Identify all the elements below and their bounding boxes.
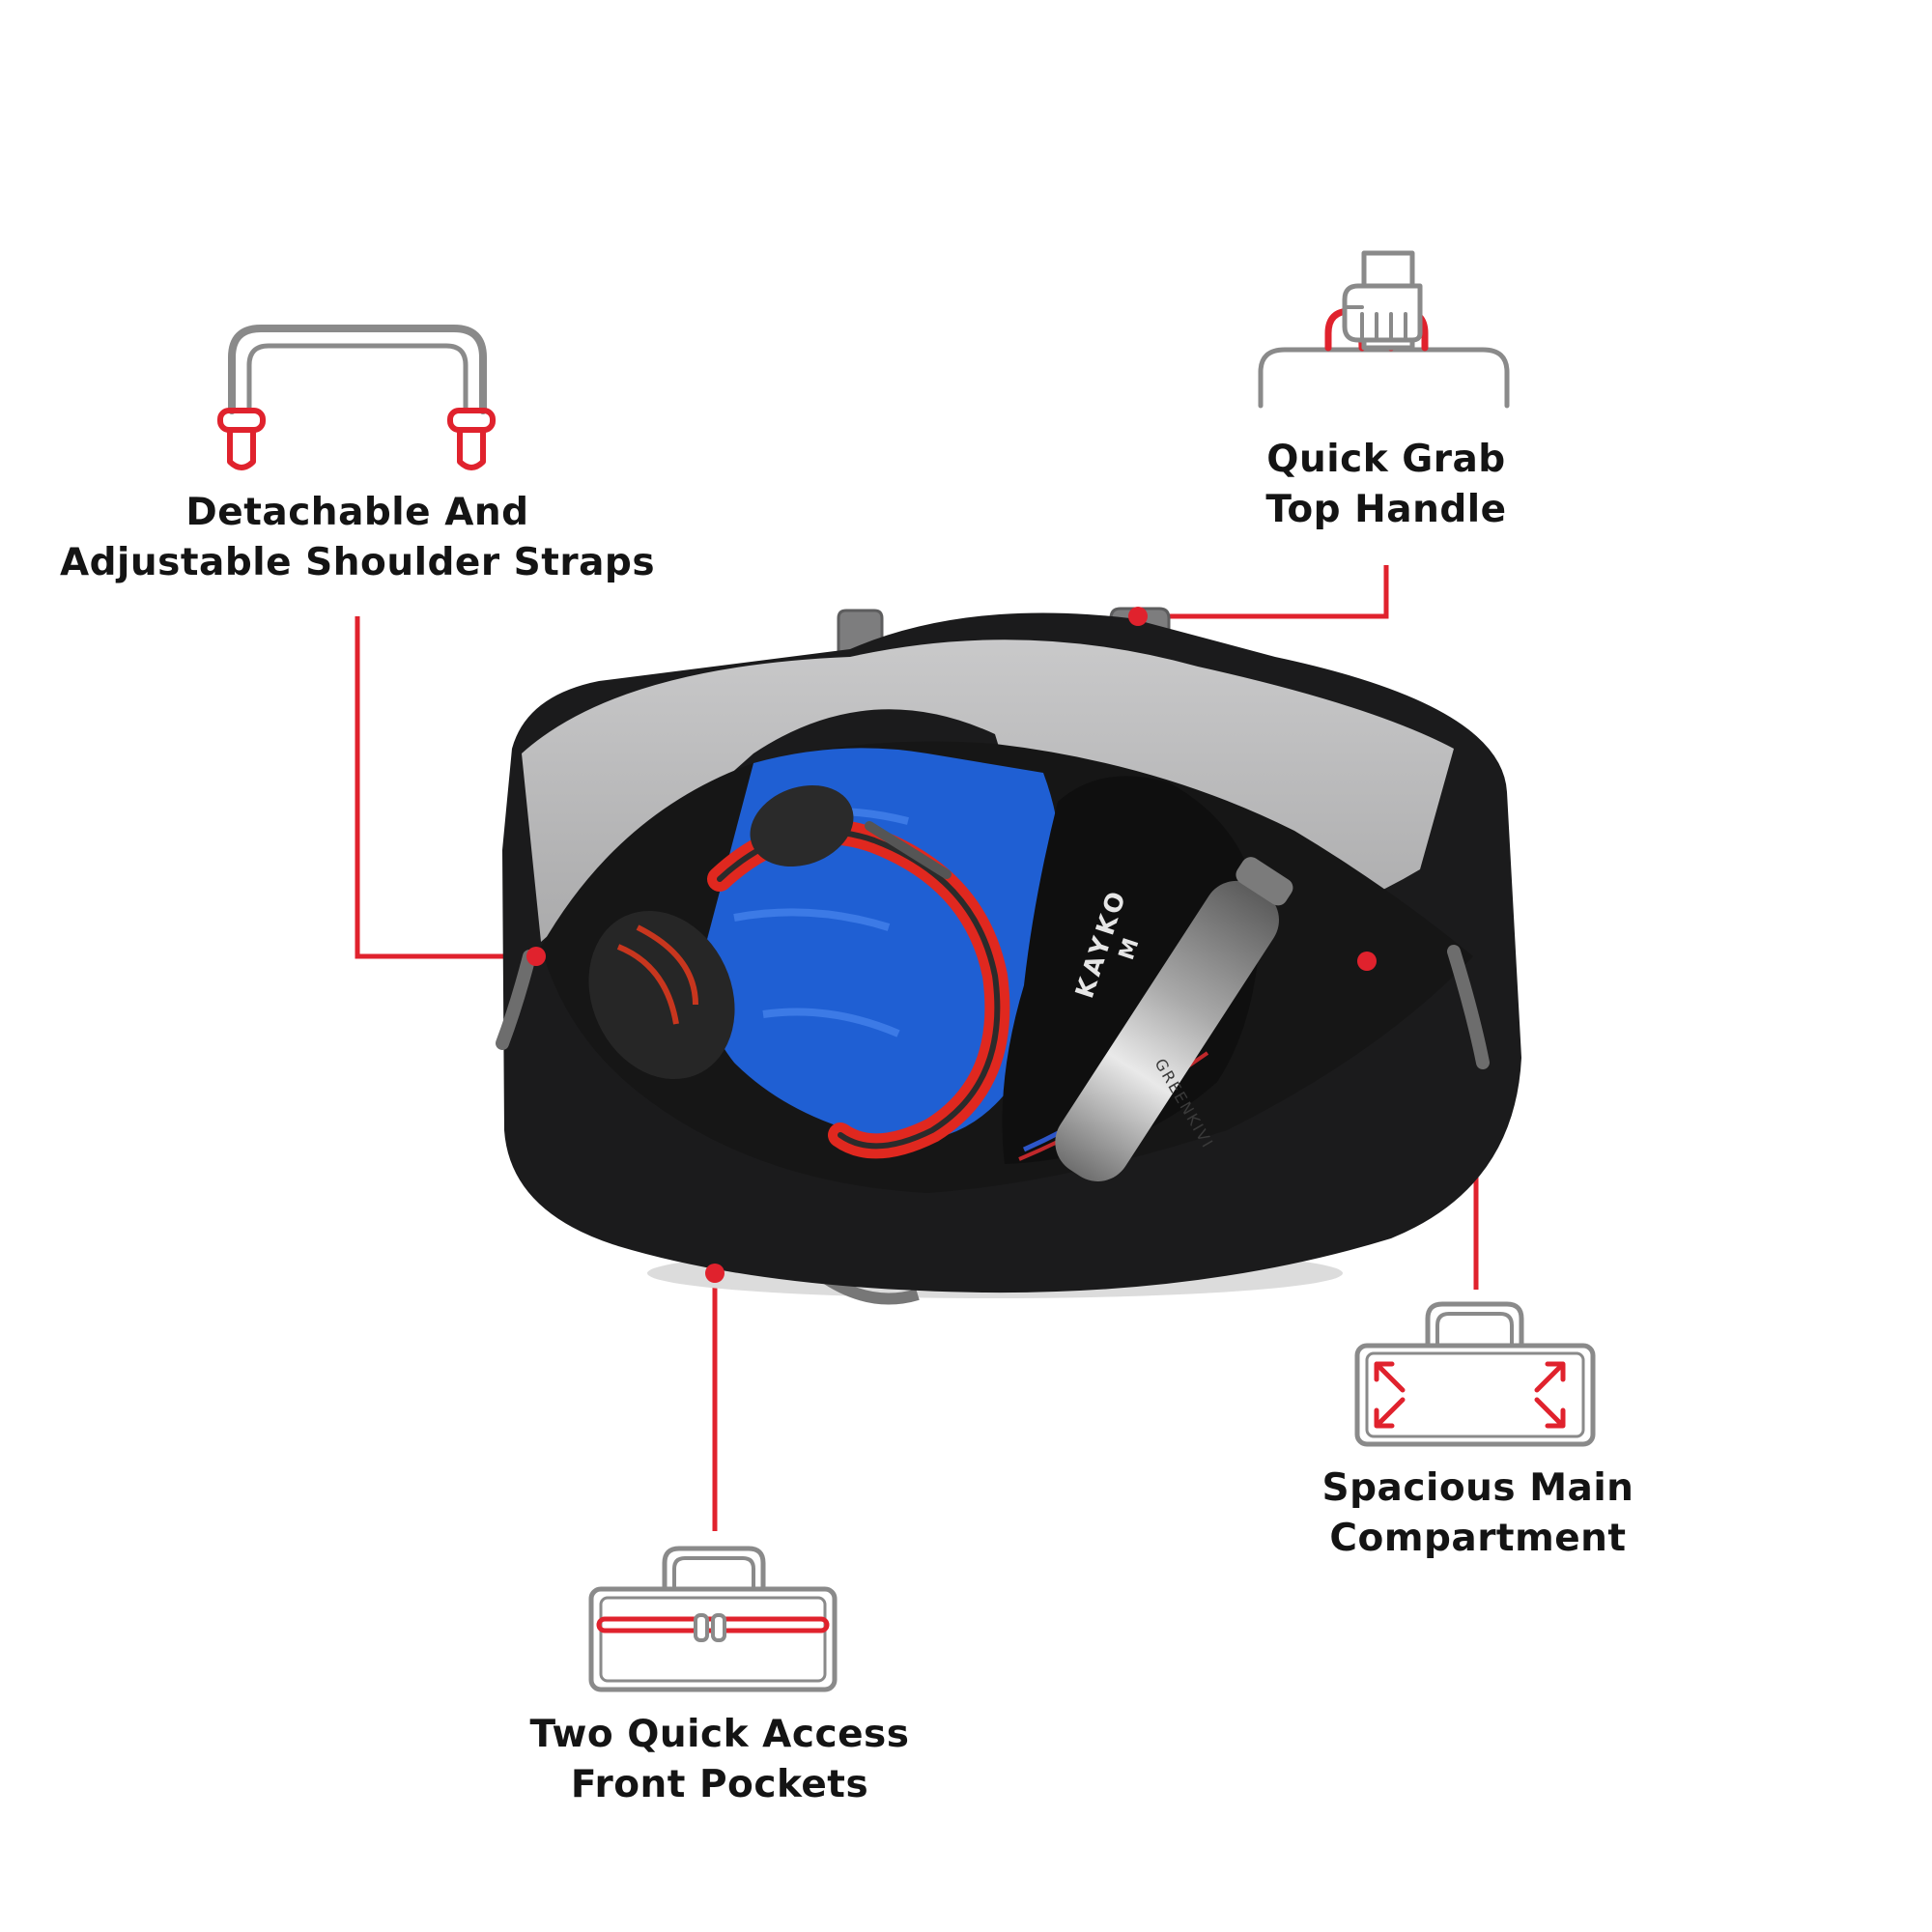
- feature-label-line: Two Quick Access: [529, 1713, 910, 1756]
- feature-label-line: Spacious Main: [1321, 1466, 1634, 1510]
- feature-label-main-compartment: Spacious Main Compartment: [1294, 1463, 1662, 1564]
- feature-label-shoulder-straps: Detachable And Adjustable Shoulder Strap…: [39, 488, 676, 588]
- feature-label-line: Adjustable Shoulder Straps: [59, 541, 656, 584]
- feature-label-line: Quick Grab: [1266, 438, 1506, 481]
- feature-label-front-pockets: Two Quick Access Front Pockets: [502, 1710, 937, 1810]
- feature-label-line: Top Handle: [1265, 488, 1507, 531]
- feature-label-line: Compartment: [1329, 1517, 1627, 1560]
- shoulder-strap-icon: [217, 325, 496, 470]
- duffel-bag: KAYKO M GREENKIVI: [496, 607, 1521, 1305]
- front-pocket-icon: [588, 1546, 838, 1692]
- expand-compartment-icon: [1354, 1301, 1596, 1447]
- feature-label-top-handle: Quick Grab Top Handle: [1203, 435, 1570, 535]
- top-handle-icon: [1258, 250, 1510, 409]
- feature-label-line: Front Pockets: [570, 1763, 869, 1806]
- feature-label-line: Detachable And: [185, 491, 529, 534]
